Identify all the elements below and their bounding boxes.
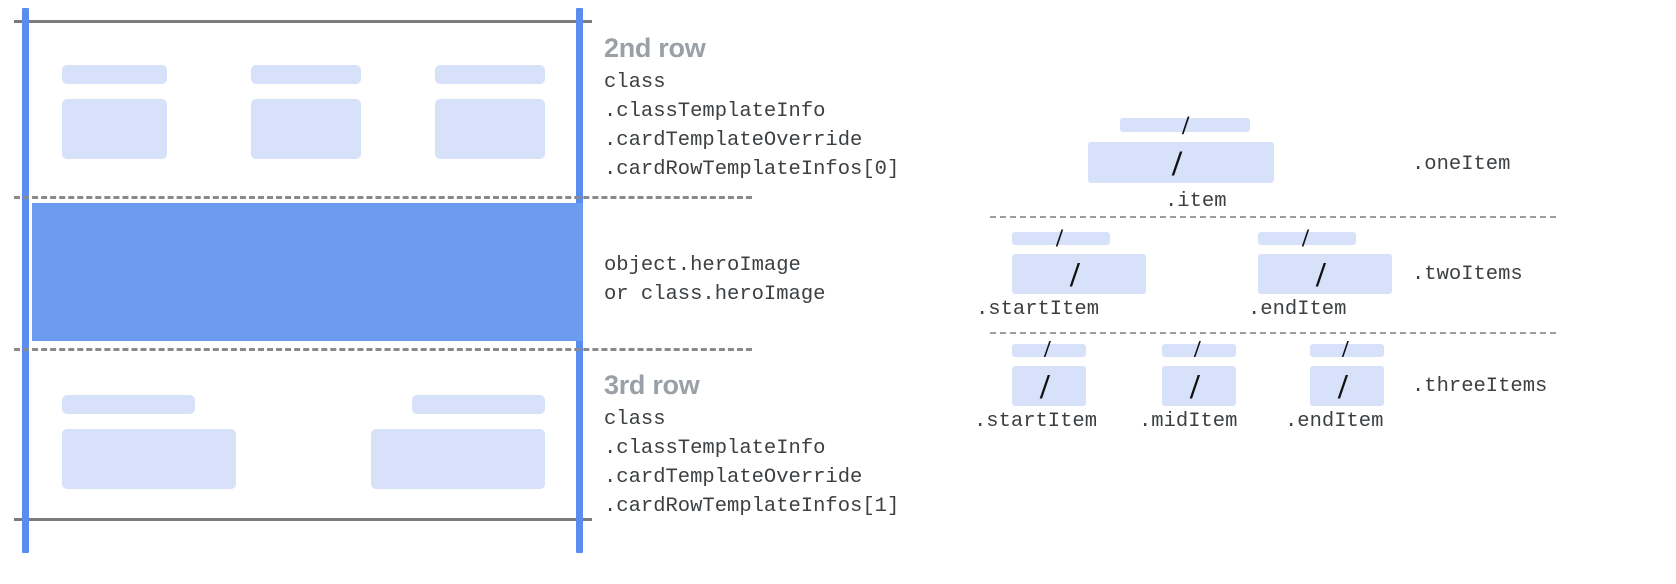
hero-annotation: object.heroImage or class.heroImage — [604, 251, 825, 309]
two-items-end-value-slash-icon: / — [1316, 255, 1326, 294]
one-two-separator — [990, 216, 1556, 218]
three-items-start-value-box — [1012, 366, 1086, 406]
row3-annotation: 3rd row class .classTemplateInfo .cardTe… — [604, 369, 899, 521]
row2-path-line-2: .classTemplateInfo — [604, 100, 826, 123]
row2-path-line-1: class — [604, 71, 666, 94]
two-items-end-label: .endItem — [1248, 298, 1347, 321]
two-items-end-label-slash-icon: / — [1302, 225, 1309, 252]
three-items-start-value-slash-icon: / — [1040, 367, 1050, 406]
three-items-end-value-slash-icon: / — [1338, 367, 1348, 406]
row2-col1-value-placeholder — [62, 99, 167, 159]
row2-col2-label-placeholder — [251, 65, 361, 84]
row2-col3-label-placeholder — [435, 65, 545, 84]
two-items-start-value-box — [1012, 254, 1146, 294]
row3-heading: 3rd row — [604, 370, 700, 400]
three-items-start-label-bar — [1012, 344, 1086, 357]
three-items-end-label: .endItem — [1285, 410, 1384, 433]
three-items-mid-label-slash-icon: / — [1194, 337, 1201, 363]
row2-path-line-4: .cardRowTemplateInfos[0] — [604, 158, 900, 181]
card-template-diagram — [0, 0, 752, 584]
card-left-guide — [22, 8, 29, 553]
row3-path-line-1: class — [604, 408, 666, 431]
three-items-mid-value-box — [1162, 366, 1236, 406]
three-items-mid-label-bar — [1162, 344, 1236, 357]
one-item-label-bar — [1120, 118, 1250, 132]
three-items-start-label-slash-icon: / — [1044, 337, 1051, 363]
three-items-mid-label: .midItem — [1139, 410, 1238, 433]
two-items-start-label: .startItem — [976, 298, 1100, 321]
row2-path-line-3: .cardTemplateOverride — [604, 129, 863, 152]
two-items-start-label-bar — [1012, 232, 1110, 245]
item-layout-diagram: / / .item .oneItem / / .startItem / / — [960, 0, 1676, 584]
three-items-end-label-slash-icon: / — [1342, 337, 1349, 363]
three-items-row-label: .threeItems — [1412, 375, 1548, 398]
one-item-value-box — [1088, 142, 1274, 183]
row3-col1-value-placeholder — [62, 429, 236, 489]
row2-col1-label-placeholder — [62, 65, 167, 84]
row2-hero-separator — [14, 196, 752, 199]
row3-col2-label-placeholder — [412, 395, 545, 414]
card-top-edge — [14, 20, 592, 23]
three-items-end-label-bar — [1310, 344, 1384, 357]
row3-col1-label-placeholder — [62, 395, 195, 414]
row3-path-line-4: .cardRowTemplateInfos[1] — [604, 495, 900, 518]
two-items-start-value-slash-icon: / — [1070, 255, 1080, 294]
one-item-value-slash-icon: / — [1172, 143, 1183, 183]
row2-heading: 2nd row — [604, 33, 706, 63]
two-items-start-label-slash-icon: / — [1056, 225, 1063, 252]
hero-path-line-1: object.heroImage — [604, 254, 801, 277]
one-item-label-slash-icon: / — [1182, 111, 1190, 140]
hero-row3-separator — [14, 348, 752, 351]
two-items-end-value-box — [1258, 254, 1392, 294]
row3-col2-value-placeholder — [371, 429, 545, 489]
card-bottom-edge — [14, 518, 592, 521]
one-item-slot-label: .item — [1165, 190, 1227, 213]
hero-image-block — [32, 203, 583, 341]
two-items-end-label-bar — [1258, 232, 1356, 245]
hero-path-line-2: or class.heroImage — [604, 283, 826, 306]
one-item-row-label: .oneItem — [1412, 153, 1511, 176]
row2-col2-value-placeholder — [251, 99, 361, 159]
row3-path-line-2: .classTemplateInfo — [604, 437, 826, 460]
two-three-separator — [990, 332, 1556, 334]
row2-col3-value-placeholder — [435, 99, 545, 159]
three-items-mid-value-slash-icon: / — [1190, 367, 1200, 406]
three-items-start-label: .startItem — [974, 410, 1098, 433]
two-items-row-label: .twoItems — [1412, 263, 1523, 286]
three-items-end-value-box — [1310, 366, 1384, 406]
row3-path-line-3: .cardTemplateOverride — [604, 466, 863, 489]
row2-annotation: 2nd row class .classTemplateInfo .cardTe… — [604, 32, 899, 184]
